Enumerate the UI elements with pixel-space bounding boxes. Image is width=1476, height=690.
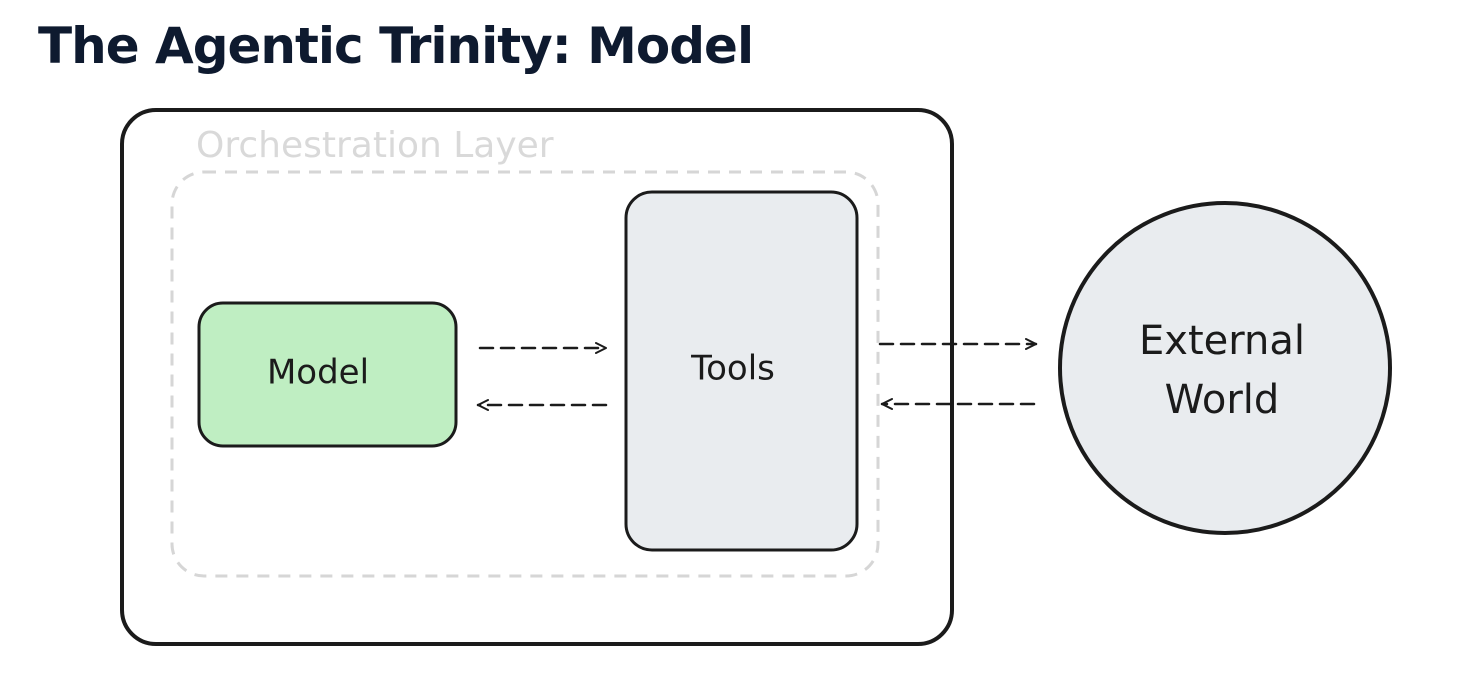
orchestration-layer-boundary (170, 170, 880, 578)
model-label: Model (267, 353, 369, 393)
orchestration-layer-label: Orchestration Layer (196, 125, 554, 166)
tools-label: Tools (690, 349, 775, 389)
external-world-label-line2: World (1165, 377, 1280, 423)
external-world-label-line1: External (1139, 318, 1305, 364)
external-world-node: External World (1058, 201, 1392, 535)
tools-node: Tools (624, 190, 859, 552)
model-node: Model (197, 301, 458, 448)
page-title: The Agentic Trinity: Model (38, 17, 754, 75)
